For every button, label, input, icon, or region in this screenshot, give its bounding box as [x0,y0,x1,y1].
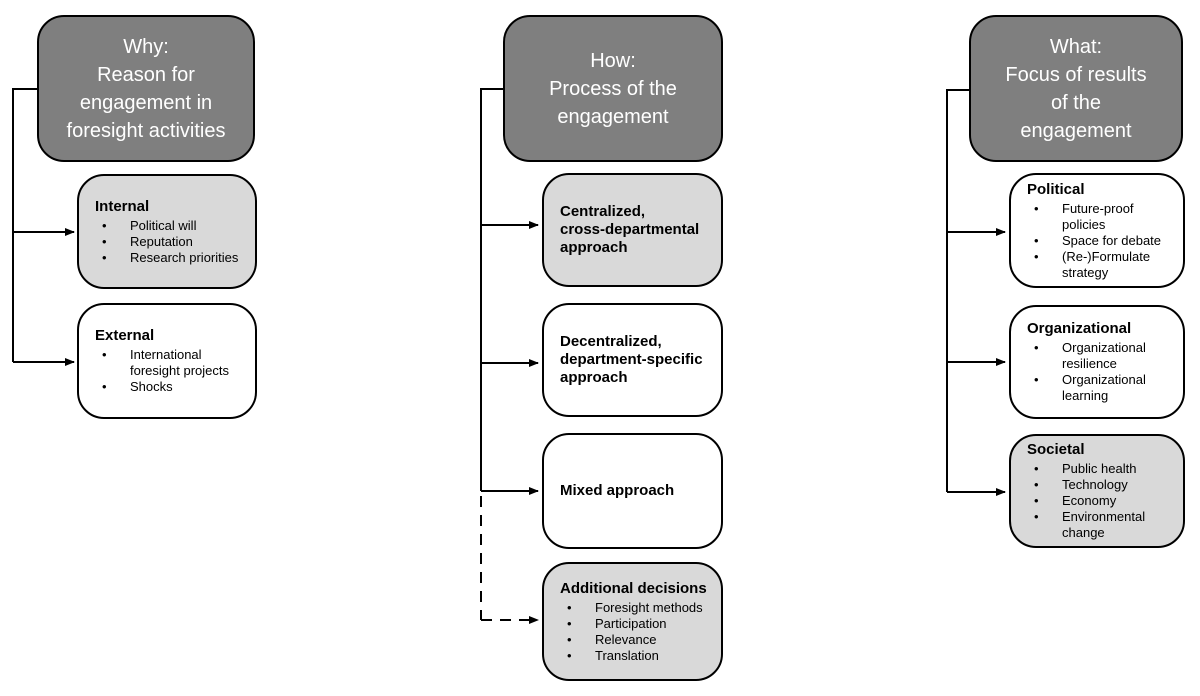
box-internal: Internal •Political will •Reputation •Re… [77,174,257,289]
list-item: •Economy [1027,493,1173,509]
list-item: •Participation [560,616,711,632]
bullet-icon: • [567,599,572,615]
box-internal-bullets: •Political will •Reputation •Research pr… [95,218,245,266]
bullet-icon: • [1034,477,1039,492]
box-additional-title: Additional decisions [560,579,707,597]
box-centralized-title: Centralized, cross-departmental approach [560,203,700,256]
header-how: How: Process of the engagement [503,15,723,162]
bullet-icon: • [1034,340,1039,355]
box-external-title: External [95,327,155,344]
list-item: •Public health [1027,461,1173,477]
box-decentralized-approach: Decentralized, department-specific appro… [542,303,723,417]
box-additional-bullets: •Foresight methods •Participation •Relev… [560,600,711,664]
bullet-icon: • [102,379,107,394]
bullet-icon: • [102,347,107,362]
list-item: •Space for debate [1027,233,1173,249]
list-item: •Political will [95,218,245,234]
list-item: •Foresight methods [560,600,711,616]
bullet-icon: • [567,647,572,663]
box-external: External •International foresight projec… [77,303,257,419]
box-internal-title: Internal [95,197,150,215]
list-item: •(Re-)Formulate strategy [1027,249,1173,281]
list-item: •Translation [560,648,711,664]
bullet-icon: • [1034,372,1039,387]
bullet-icon: • [1034,509,1039,524]
list-item: •Organizational resilience [1027,340,1173,372]
box-societal-title: Societal [1027,441,1085,458]
list-item: •Organizational learning [1027,372,1173,404]
what-trunk-line [946,89,969,492]
how-trunk-line [480,88,503,491]
header-why: Why: Reason for engagement in foresight … [37,15,255,162]
bullet-icon: • [102,217,107,233]
bullet-icon: • [102,233,107,249]
list-item: •International foresight projects [95,347,245,379]
list-item: •Relevance [560,632,711,648]
list-item: •Research priorities [95,250,245,266]
box-centralized-approach: Centralized, cross-departmental approach [542,173,723,287]
box-societal-bullets: •Public health •Technology •Economy •Env… [1027,461,1173,541]
bullet-icon: • [1034,200,1039,216]
box-mixed-title: Mixed approach [560,482,675,499]
list-item: •Future-proof policies [1027,201,1173,233]
box-political-title: Political [1027,180,1085,198]
list-item: •Reputation [95,234,245,250]
box-organizational-bullets: •Organizational resilience •Organization… [1027,340,1173,404]
box-organizational-title: Organizational [1027,320,1132,337]
box-political-bullets: •Future-proof policies •Space for debate… [1027,201,1173,281]
bullet-icon: • [567,615,572,631]
bullet-icon: • [1034,493,1039,508]
bullet-icon: • [1034,248,1039,264]
box-additional-decisions: Additional decisions •Foresight methods … [542,562,723,681]
why-trunk-line [12,88,37,362]
box-organizational: Organizational •Organizational resilienc… [1009,305,1185,419]
box-external-bullets: •International foresight projects •Shock… [95,347,245,395]
bullet-icon: • [567,631,572,647]
box-mixed-approach: Mixed approach [542,433,723,549]
list-item: •Environmental change [1027,509,1173,541]
box-decentralized-title: Decentralized, department-specific appro… [560,333,703,386]
bullet-icon: • [1034,232,1039,248]
header-what: What: Focus of results of the engagement [969,15,1183,162]
bullet-icon: • [102,249,107,265]
list-item: •Technology [1027,477,1173,493]
list-item: •Shocks [95,379,245,395]
box-political: Political •Future-proof policies •Space … [1009,173,1185,288]
box-societal: Societal •Public health •Technology •Eco… [1009,434,1185,548]
bullet-icon: • [1034,461,1039,476]
